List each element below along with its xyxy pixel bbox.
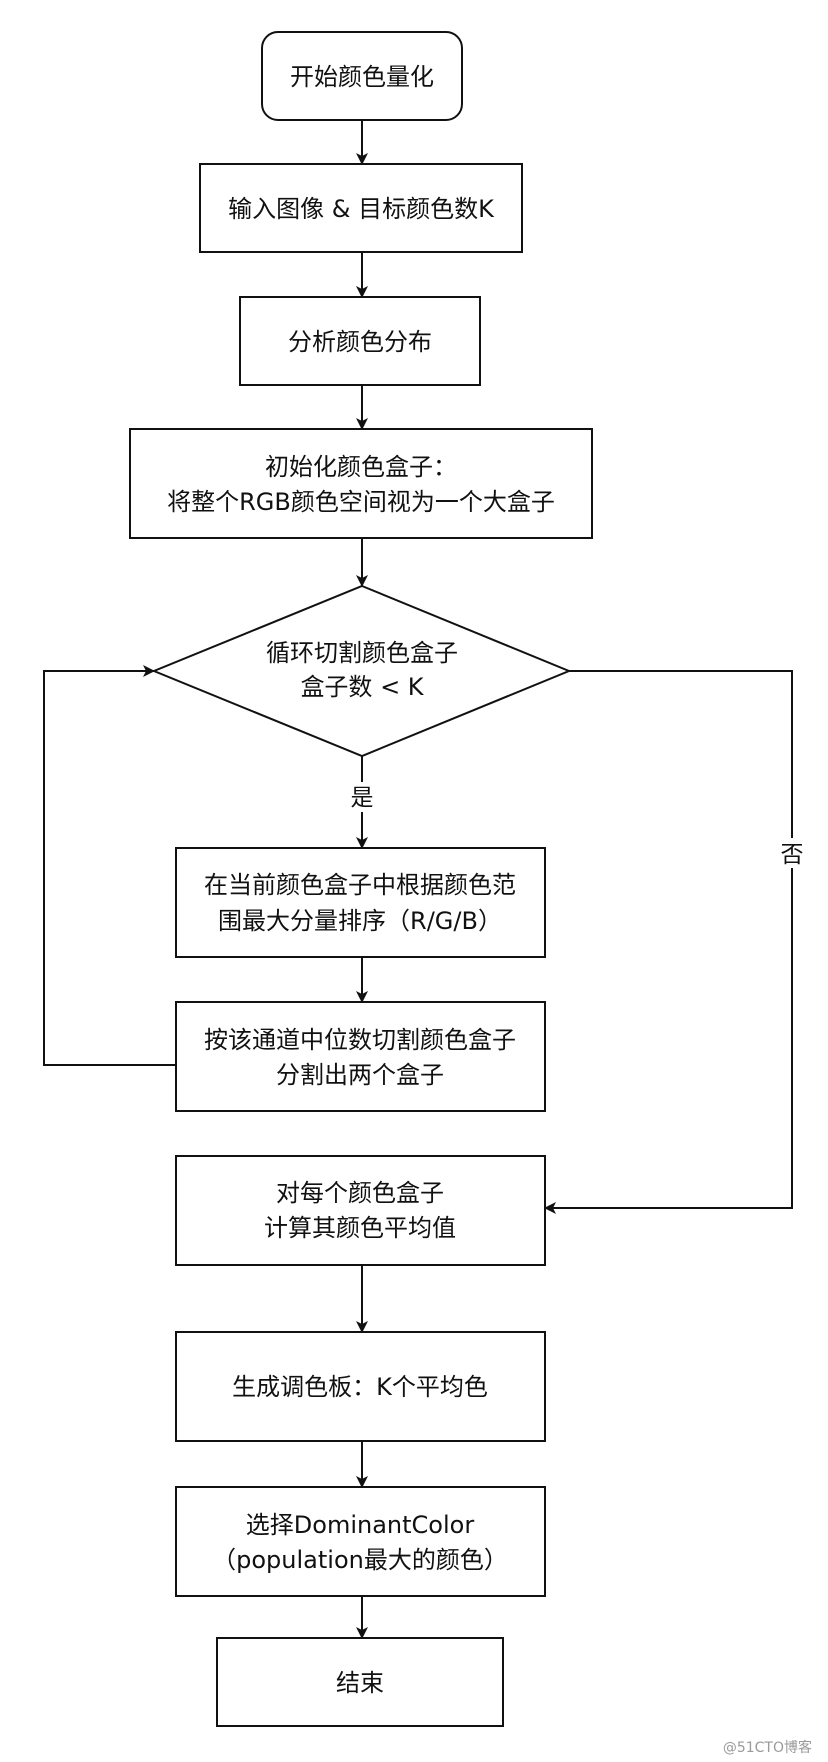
analyze-node-text: 分析颜色分布: [288, 328, 432, 356]
dominant-node: 选择DominantColor （population最大的颜色）: [175, 1486, 546, 1597]
init-node-text-line1: 初始化颜色盒子：: [265, 453, 457, 481]
end-node: 结束: [216, 1637, 504, 1727]
no-label-bg: [778, 838, 806, 868]
input-node-text: 输入图像 & 目标颜色数K: [228, 195, 495, 223]
loop-decision-text-line2: 盒子数 < K: [300, 673, 424, 701]
dominant-node-text-line1: 选择DominantColor: [246, 1511, 475, 1539]
split-node-text-line2: 分割出两个盒子: [276, 1061, 444, 1089]
watermark: @51CTO博客: [723, 1739, 812, 1756]
input-node: 输入图像 & 目标颜色数K: [199, 163, 523, 253]
average-node: 对每个颜色盒子 计算其颜色平均值: [175, 1155, 546, 1266]
edge-decision-no-to-average: [544, 670, 793, 1214]
dominant-node-text-line2: （population最大的颜色）: [212, 1546, 508, 1574]
palette-node-text: 生成调色板：K个平均色: [232, 1373, 488, 1401]
start-node-text: 开始颜色量化: [290, 63, 434, 91]
palette-node: 生成调色板：K个平均色: [175, 1331, 546, 1442]
yes-label: 是: [351, 785, 374, 811]
loop-decision-node: 循环切割颜色盒子 盒子数 < K: [151, 584, 572, 758]
average-node-text-line2: 计算其颜色平均值: [264, 1214, 456, 1242]
analyze-node: 分析颜色分布: [239, 296, 481, 386]
start-node: 开始颜色量化: [261, 31, 463, 121]
sort-node-text-line1: 在当前颜色盒子中根据颜色范: [204, 871, 516, 899]
edge-split-loop-back: [43, 665, 176, 1066]
init-node: 初始化颜色盒子： 将整个RGB颜色空间视为一个大盒子: [129, 428, 593, 539]
sort-node-text-line2: 围最大分量排序（R/G/B）: [218, 907, 502, 935]
no-label: 否: [781, 842, 804, 868]
split-node: 按该通道中位数切割颜色盒子 分割出两个盒子: [175, 1001, 546, 1112]
sort-node: 在当前颜色盒子中根据颜色范 围最大分量排序（R/G/B）: [175, 847, 546, 958]
loop-decision-text-line1: 循环切割颜色盒子: [266, 639, 458, 667]
yes-label-bg: [348, 782, 376, 812]
average-node-text-line1: 对每个颜色盒子: [276, 1179, 444, 1207]
end-node-text: 结束: [336, 1669, 384, 1697]
split-node-text-line1: 按该通道中位数切割颜色盒子: [204, 1026, 516, 1054]
init-node-text-line2: 将整个RGB颜色空间视为一个大盒子: [167, 488, 555, 516]
